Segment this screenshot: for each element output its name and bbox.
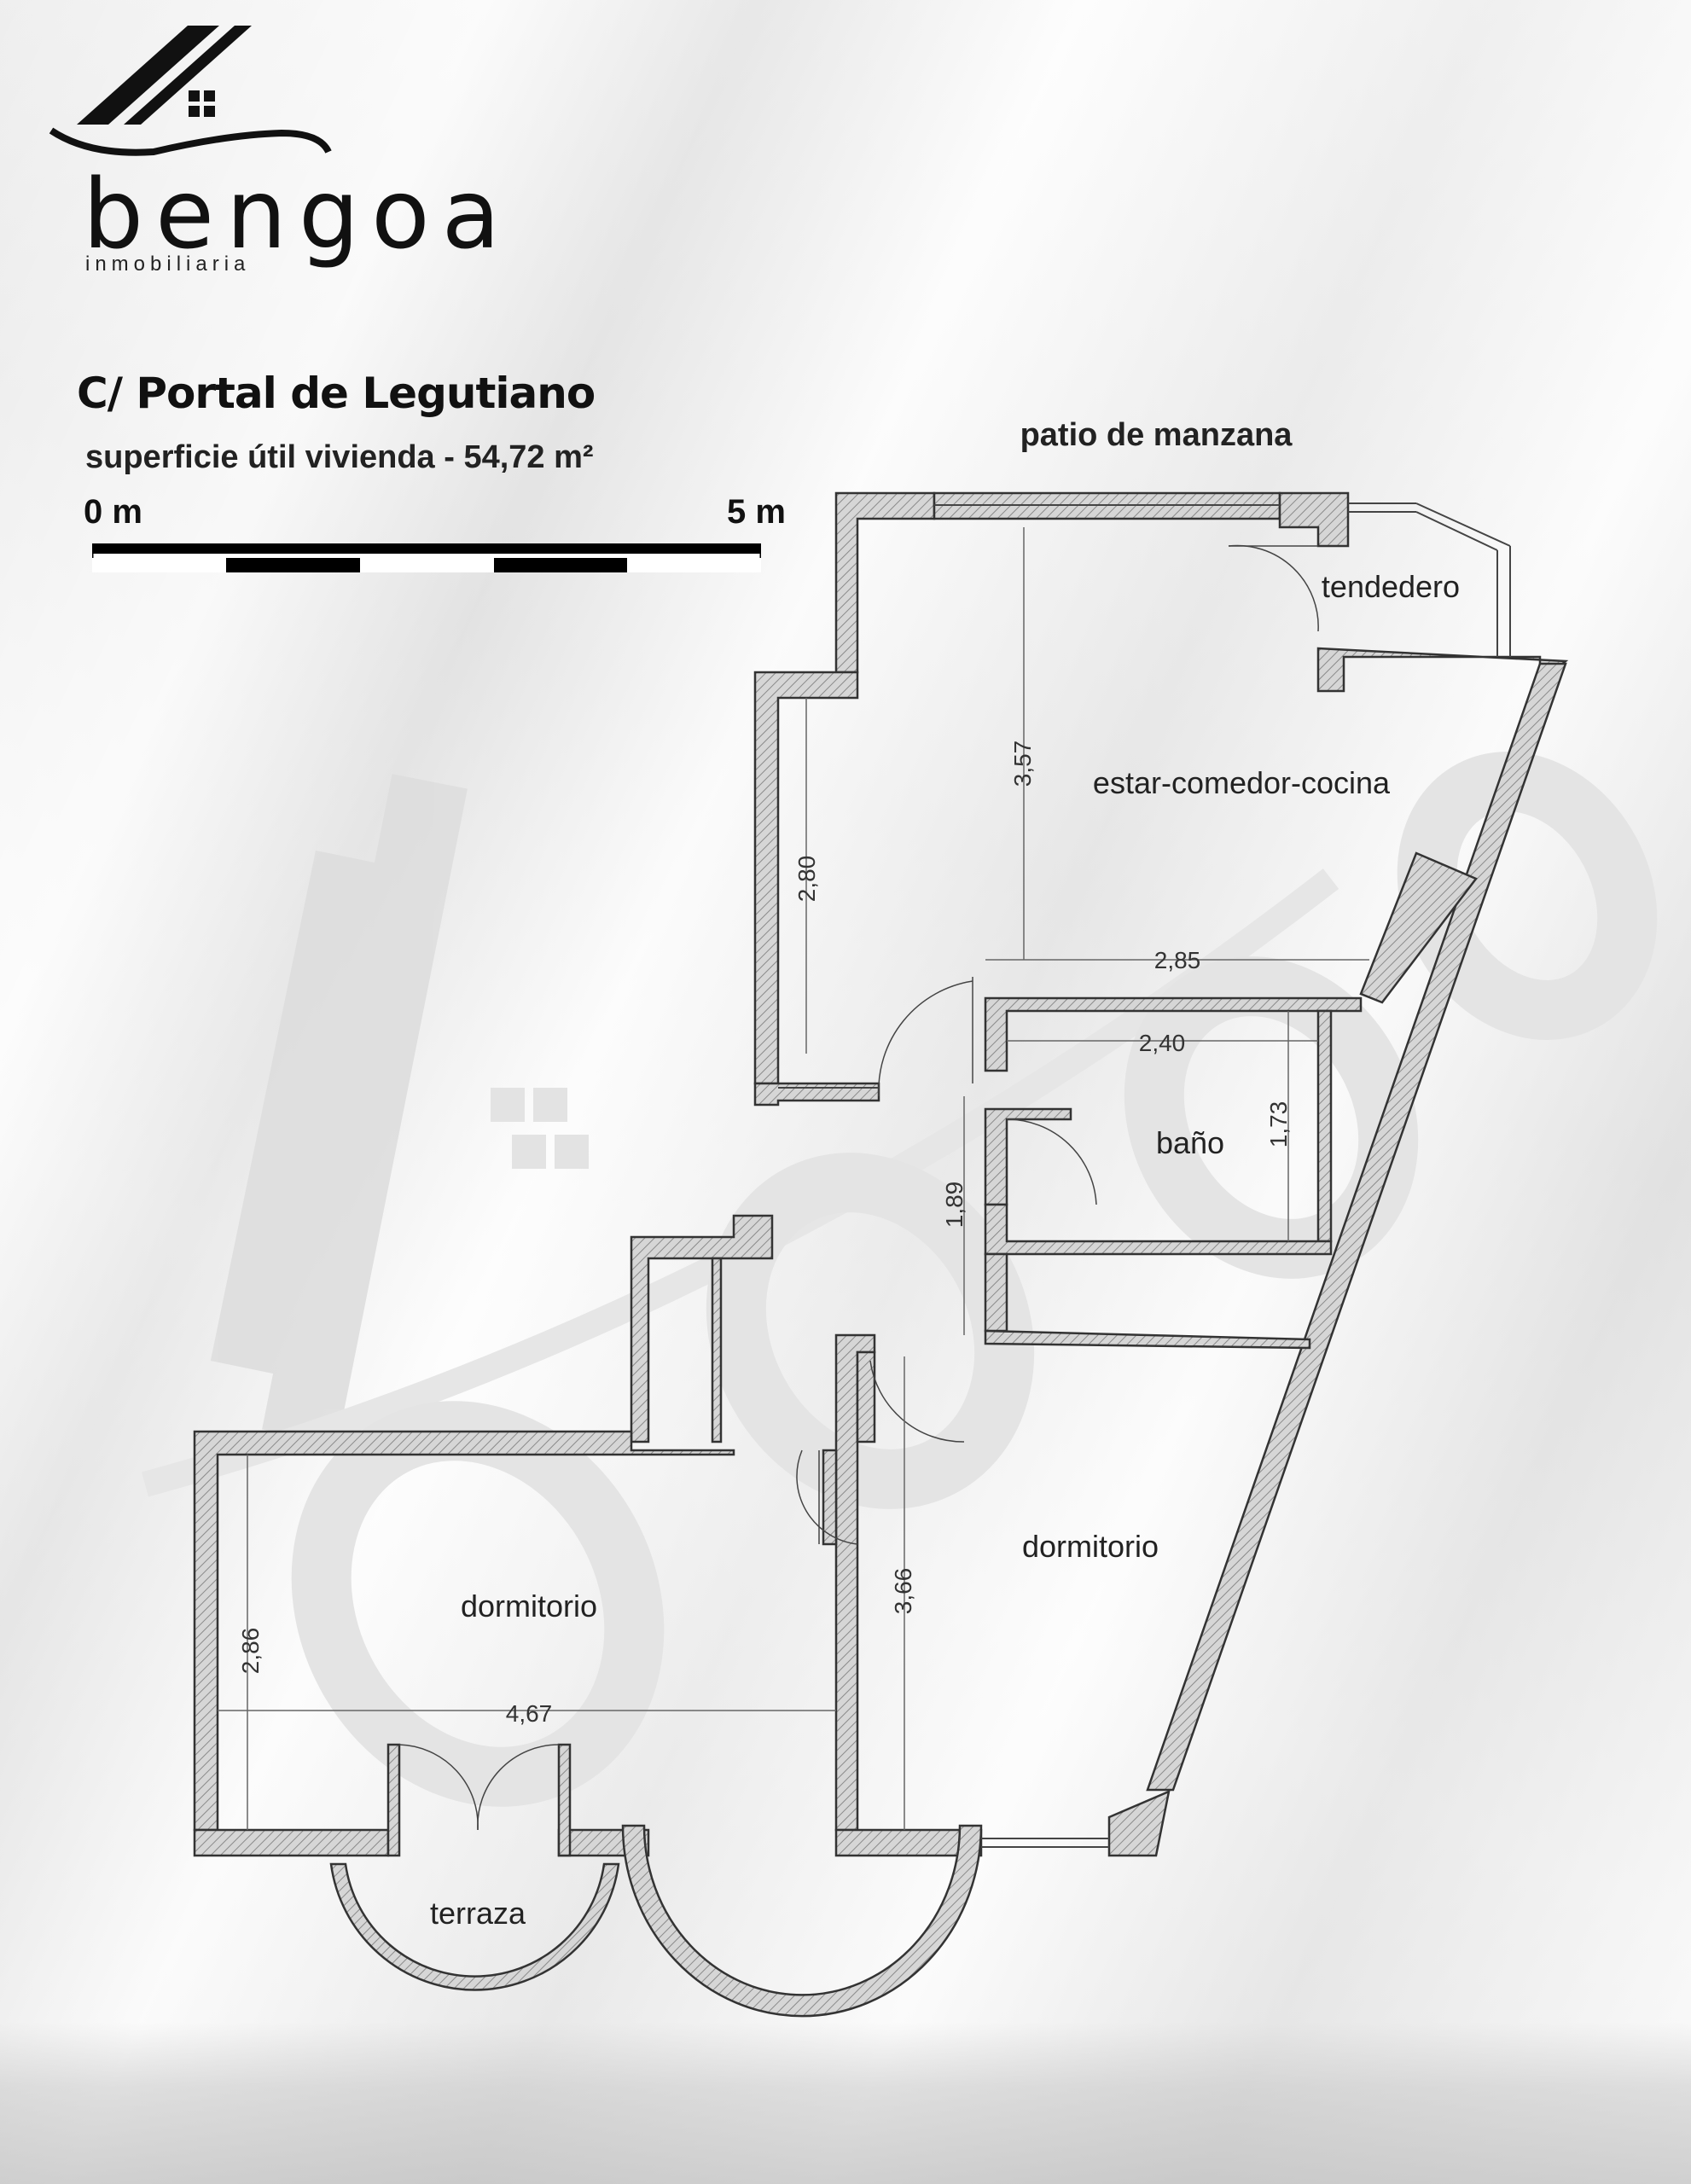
scale-bar [92,543,761,572]
logo-wordmark: bengoa [83,160,513,270]
room-bath-label: baño [1156,1125,1224,1160]
wall-bedroom-right-door [856,1350,876,1443]
wall-closet [630,1214,774,1443]
patio-label: patio de manzana [1020,417,1293,453]
wall-living-top [834,491,936,674]
wall-tendedero-pier [1278,491,1350,548]
wall-hall-right [984,1252,1008,1333]
wall-bedroom-left-bottom [193,1828,390,1857]
wall-bath-right [1316,1009,1333,1243]
logo-tagline: inmobiliaria [85,253,251,276]
wall-chimney [1359,851,1478,1004]
dim-living-left-height: 2,80 [793,856,820,903]
wall-corridor-bottom [984,1329,1311,1350]
wall-bath-bottom [984,1203,1333,1256]
wall-terrace-arc [329,1862,620,1991]
wall-east-diagonal [1146,662,1567,1792]
dim-hall-height: 1,89 [941,1182,968,1228]
dim-bedroom-left-width: 4,67 [506,1700,553,1727]
wall-bedroom-right-bottom [834,1828,983,1857]
dim-living-width: 2,85 [1154,947,1201,973]
room-tendedero-label: tendedero [1322,569,1460,604]
logo-roof-icon [49,26,332,156]
wall-bath-top [984,996,1363,1072]
scale-end-label: 5 m [727,493,786,531]
wall-bedroom-left-top [193,1430,735,1832]
wall-mid-partition [822,1449,838,1546]
wall-closet-right [711,1257,723,1443]
wall-living-right [1316,647,1569,693]
wall-terrace-jamb-right [557,1743,572,1857]
wall-bay-arc [621,1824,983,2018]
room-bedroom-left-label: dormitorio [461,1589,597,1623]
dim-bedroom-right-height: 3,66 [890,1568,916,1615]
room-bedroom-right-label: dormitorio [1022,1529,1159,1564]
dim-bath-width: 2,40 [1139,1030,1186,1056]
dim-living-height: 3,57 [1009,741,1036,787]
wall-bedroom-right-bottom-right [1107,1789,1171,1857]
dim-bedroom-left-height: 2,86 [237,1628,264,1675]
room-terrace-label: terraza [430,1896,526,1931]
bengoa-logo: bengoa inmobiliaria [38,24,500,275]
wall-bath-left [984,1107,1072,1206]
wall-living-bottom-left [753,1082,880,1107]
wall-terrace-jamb-left [386,1743,401,1857]
scale-start-label: 0 m [84,493,142,531]
room-living-label: estar-comedor-cocina [1093,765,1391,800]
dim-bath-height: 1,73 [1265,1101,1292,1148]
surface-area: superficie útil vivienda - 54,72 m² [85,439,594,475]
background-bottom-band [0,2022,1691,2184]
street-title: C/ Portal de Legutiano [77,369,596,418]
